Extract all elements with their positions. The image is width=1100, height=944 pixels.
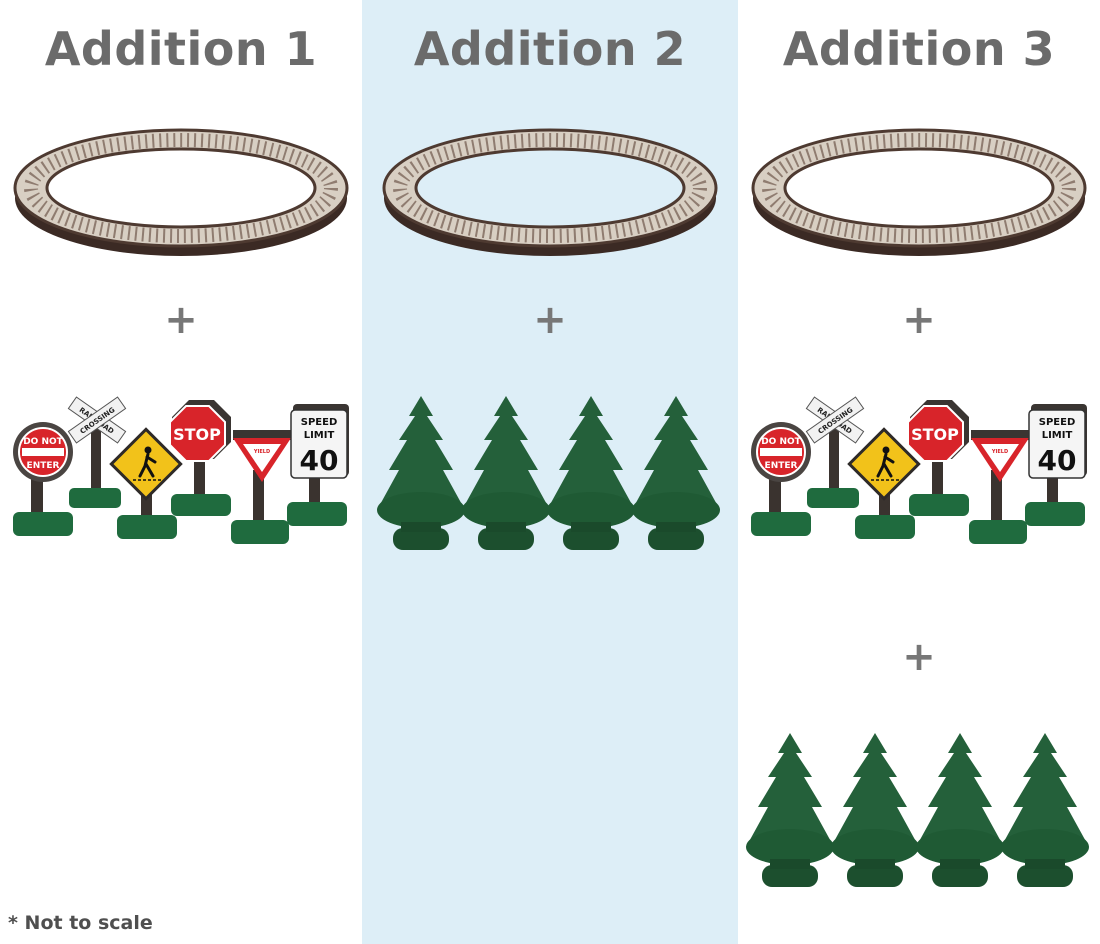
green-trees-set	[746, 733, 1089, 887]
addition-3-title: Addition 3	[782, 22, 1056, 76]
stop-text: STOP	[173, 425, 221, 444]
tree	[462, 396, 550, 550]
yield-sign: YIELD	[969, 430, 1029, 544]
plus-sign: +	[902, 634, 936, 680]
road-signs-set: DO NOT ENTER RAILROAD CROSSING	[751, 396, 1087, 544]
addition-1-column: Addition 1 + DO NOT ENTER RAILROAD	[0, 0, 362, 944]
speed-value-text: 40	[300, 444, 339, 477]
do-not-enter-sign: DO NOT ENTER	[751, 422, 811, 536]
not-to-scale-footnote: * Not to scale	[8, 912, 153, 934]
yield-text: YIELD	[991, 449, 1008, 455]
railroad-crossing-sign: RAILROAD CROSSING	[805, 396, 865, 508]
limit-text: LIMIT	[1042, 430, 1073, 441]
pedestrian-crossing-sign	[847, 427, 921, 539]
train-track-ring	[13, 128, 349, 256]
tree	[831, 733, 919, 887]
stop-sign: STOP	[907, 400, 969, 516]
do-not-text: DO NOT	[761, 437, 801, 447]
tree	[916, 733, 1004, 887]
stop-text: STOP	[911, 425, 959, 444]
plus-sign: +	[533, 297, 567, 343]
limit-text: LIMIT	[304, 430, 335, 441]
addition-3-column: Addition 3 + DO NOT ENTER RAILROAD	[738, 0, 1100, 944]
addition-2-title: Addition 2	[413, 22, 687, 76]
tree	[547, 396, 635, 550]
yield-text: YIELD	[253, 449, 270, 455]
speed-text: SPEED	[1039, 417, 1076, 428]
stop-sign: STOP	[169, 400, 231, 516]
addition-2-column: Addition 2 +	[362, 0, 738, 944]
speed-limit-sign: SPEED LIMIT 40	[287, 404, 349, 526]
do-not-text: DO NOT	[23, 437, 63, 447]
plus-sign: +	[164, 297, 198, 343]
tree	[1001, 733, 1089, 887]
railroad-crossing-sign: RAILROAD CROSSING	[67, 396, 127, 508]
tree	[377, 396, 465, 550]
do-not-enter-sign: DO NOT ENTER	[13, 422, 73, 536]
enter-text: ENTER	[27, 461, 60, 471]
tree	[632, 396, 720, 550]
addition-1-title: Addition 1	[44, 22, 318, 76]
train-track-ring	[382, 128, 718, 256]
speed-value-text: 40	[1038, 444, 1077, 477]
plus-sign: +	[902, 297, 936, 343]
speed-text: SPEED	[301, 417, 338, 428]
green-trees-set	[377, 396, 720, 550]
yield-sign: YIELD	[231, 430, 291, 544]
speed-limit-sign: SPEED LIMIT 40	[1025, 404, 1087, 526]
pedestrian-crossing-sign	[109, 427, 183, 539]
train-track-ring	[751, 128, 1087, 256]
road-signs-set: DO NOT ENTER RAILROAD CROSSING	[13, 396, 349, 544]
tree	[746, 733, 834, 887]
enter-text: ENTER	[765, 461, 798, 471]
